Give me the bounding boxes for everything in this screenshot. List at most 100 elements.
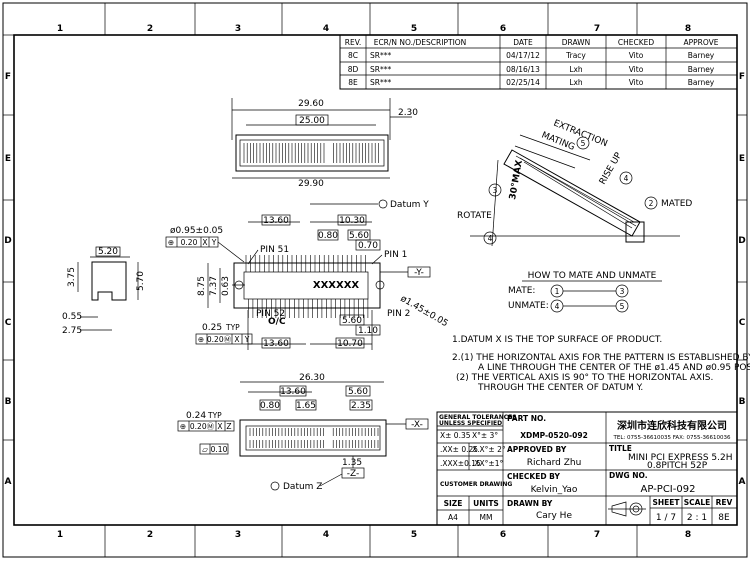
fcf-datum: Z: [226, 422, 231, 431]
title-line-2: 0.8PITCH 52P: [647, 461, 708, 471]
dim-2-30: 2.30: [398, 108, 418, 118]
dwg-no-label: DWG NO.: [609, 471, 648, 480]
row-label: D: [4, 236, 11, 246]
row-label: B: [5, 397, 12, 407]
dim-5-60-bot: 5.60: [342, 316, 362, 326]
part-no: XDMP-0520-092: [520, 431, 588, 440]
tol-cell: .XX± 0.25: [440, 445, 478, 454]
pin52-label: PIN 52: [256, 309, 285, 319]
step-3: 3: [493, 186, 498, 195]
col-label: 3: [235, 24, 241, 34]
customer-drawing: CUSTOMER DRAWING: [440, 481, 512, 488]
rev-cell: Tracy: [565, 51, 586, 60]
fcf-tol: 0.20Ⓜ: [207, 335, 232, 344]
rev-header: APPROVE: [683, 38, 718, 47]
row-label: D: [738, 236, 745, 246]
bottom-body: [239, 419, 387, 457]
step-5: 5: [581, 139, 586, 148]
flatness-icon: ▱: [202, 445, 208, 454]
company-name: 深圳市连欣科技有限公司: [617, 419, 727, 432]
fcf-datum: X: [217, 422, 222, 431]
top-view: 29.60 25.00 2.30 29.90: [231, 98, 418, 189]
col-label: 1: [57, 530, 63, 540]
col-label: 7: [594, 24, 600, 34]
col-label: 2: [147, 24, 153, 34]
rev-cell: Barney: [688, 78, 715, 87]
dim-0-70: 0.70: [358, 241, 378, 251]
col-label: 5: [411, 24, 417, 34]
bottom-view: 26.30 13.60 5.60 0.80 1.65 2.35 0.24 TYP…: [177, 373, 429, 492]
units-value: MM: [480, 513, 493, 522]
note-2d: THROUGH THE CENTER OF DATUM Y.: [477, 383, 643, 393]
rev-value: 8E: [718, 513, 730, 523]
row-label: C: [5, 318, 12, 328]
dim-1-35: 1.35: [342, 458, 362, 468]
part-no-label: PART NO.: [507, 414, 546, 423]
dim-5-70: 5.70: [136, 271, 146, 291]
frame-ticks: [3, 3, 747, 557]
dim-26-30: 26.30: [299, 373, 325, 383]
rev-cell: Vito: [629, 78, 644, 87]
dim-0-80: 0.80: [260, 401, 280, 411]
dim-29-60: 29.60: [298, 99, 324, 109]
tol-cell: .XX°±1°: [472, 459, 503, 468]
rev-cell: 8E: [348, 78, 358, 87]
fcf-symbol: ⊕: [198, 335, 204, 344]
rev-cell: Lxh: [569, 78, 583, 87]
datum-x-box: -X-: [411, 420, 423, 430]
tol-cell: X± 0.35: [440, 431, 471, 440]
note-1: 1.DATUM X IS THE TOP SURFACE OF PRODUCT.: [452, 335, 662, 345]
dim-0-63: 0.63: [221, 276, 231, 296]
row-label: E: [739, 154, 745, 164]
row-label: E: [5, 154, 11, 164]
fcf-datum: Y: [244, 335, 250, 344]
dim-13-60-bot: 13.60: [263, 339, 289, 349]
checked-by: Kelvin_Yao: [531, 485, 578, 495]
size-label: SIZE: [444, 499, 463, 508]
company-contact: TEL: 0755-36610035 FAX: 0755-36610036: [613, 435, 731, 441]
dim-10-30: 10.30: [339, 216, 365, 226]
rev-cell: SR***: [370, 78, 391, 87]
revision-table: REV. ECR/N NO./DESCRIPTION DATE DRAWN CH…: [339, 34, 738, 90]
part-mark: XXXXXX: [313, 280, 360, 291]
mate-step-3: 3: [620, 287, 625, 296]
checked-label: CHECKED BY: [507, 472, 560, 481]
unmate-step-4: 4: [555, 302, 560, 311]
rev-cell: Vito: [629, 51, 644, 60]
tol-cell: X°± 3°: [472, 431, 498, 440]
units-label: UNITS: [473, 499, 499, 508]
dim-0-24: 0.24: [186, 411, 206, 421]
fcf-datum: X: [234, 335, 239, 344]
dim-5-20: 5.20: [98, 247, 118, 257]
mating-diagram: EXTRACTION MATING 5 30°MAX 3 ROTATE 4 RI…: [457, 119, 692, 313]
title-block: GENERAL TOLERANCES UNLESS SPECIFIED X± 0…: [436, 411, 738, 526]
fcf-symbol: ⊕: [168, 238, 174, 247]
pin51-label: PIN 51: [260, 245, 289, 255]
row-label: C: [739, 318, 746, 328]
rev-cell: SR***: [370, 51, 391, 60]
rev-header: DRAWN: [562, 38, 590, 47]
rev-cell: 8D: [348, 65, 359, 74]
rev-cell: 08/16/13: [506, 65, 540, 74]
dim-3-75: 3.75: [67, 267, 77, 287]
rev-cell: 04/17/12: [506, 51, 540, 60]
dim-25-00: 25.00: [299, 116, 325, 126]
datum-y-label: Datum Y: [390, 200, 429, 210]
rev-cell: Vito: [629, 65, 644, 74]
fcf-datum: X: [202, 238, 207, 247]
typ-label: TYP: [207, 411, 222, 420]
scale-label: SCALE: [684, 498, 711, 507]
flatness-value: 0.10: [211, 445, 228, 454]
sheet-value: 1 / 7: [656, 513, 676, 523]
rev-label: REV: [716, 498, 733, 507]
dim-0-25: 0.25: [202, 323, 222, 333]
side-profile: [91, 261, 127, 301]
rev-cell: Barney: [688, 51, 715, 60]
angle-label: 30°MAX: [508, 159, 525, 200]
rev-cell: Barney: [688, 65, 715, 74]
datum-y-box: -Y-: [414, 268, 424, 278]
rev-cell: Lxh: [569, 65, 583, 74]
note-2a: 2.(1) THE HORIZONTAL AXIS FOR THE PATTER…: [452, 353, 750, 363]
tol-cell: X.X°± 2°: [472, 445, 506, 454]
